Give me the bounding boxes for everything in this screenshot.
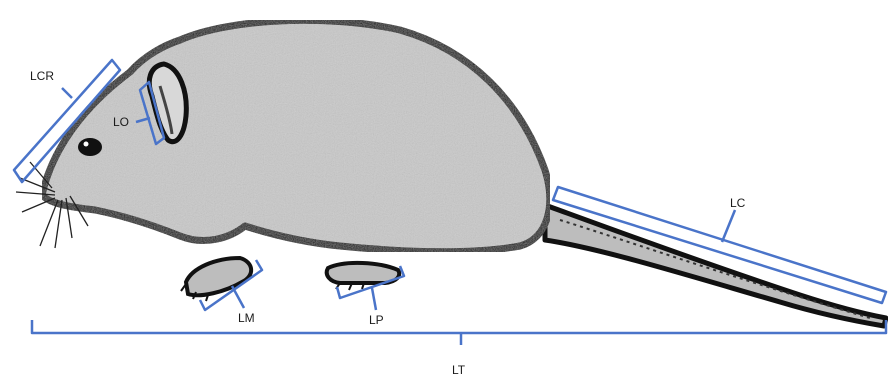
lc-leader bbox=[722, 210, 735, 242]
label-lcr: LCR bbox=[30, 70, 54, 82]
lcr-leader bbox=[62, 88, 72, 98]
label-lc: LC bbox=[730, 197, 745, 209]
label-lm: LM bbox=[238, 312, 255, 324]
rat-hind-foot bbox=[327, 263, 399, 283]
label-lo: LO bbox=[113, 116, 129, 128]
lt-bracket bbox=[32, 320, 886, 333]
rat-body bbox=[42, 20, 550, 251]
label-lp: LP bbox=[369, 314, 384, 326]
lp-leader bbox=[372, 288, 376, 310]
rat-eye bbox=[78, 138, 102, 156]
rat-front-foot bbox=[186, 258, 251, 295]
label-lt: LT bbox=[452, 364, 465, 376]
lm-leader bbox=[232, 286, 244, 308]
